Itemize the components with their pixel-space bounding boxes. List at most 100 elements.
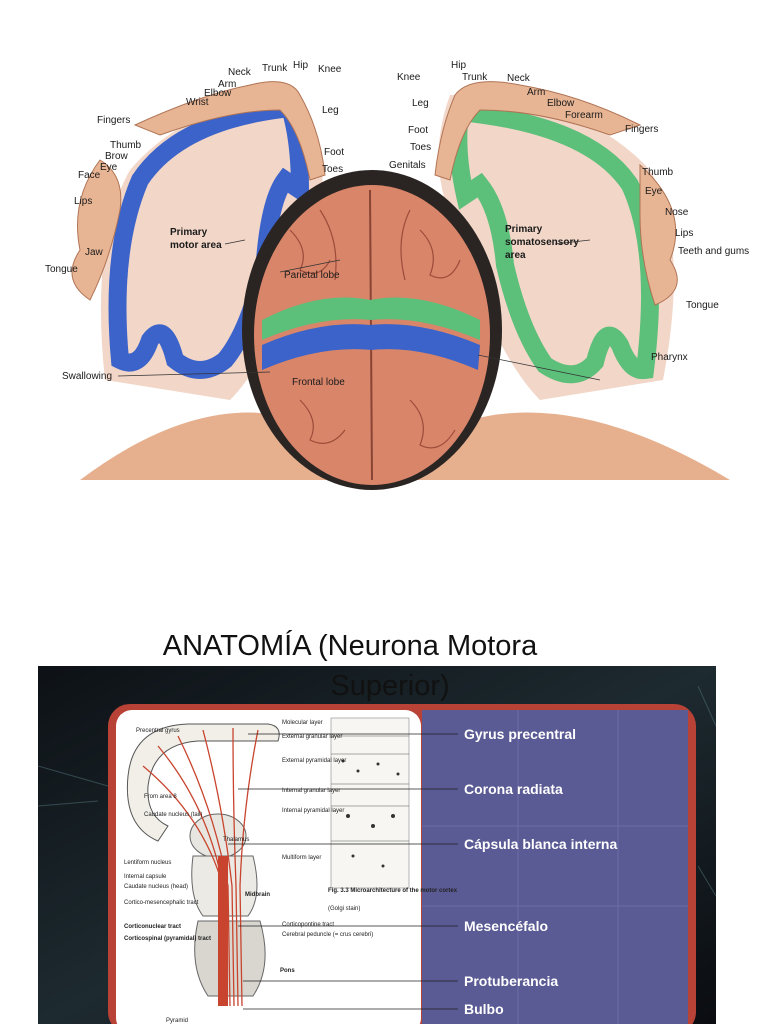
sensory-label: Arm: [527, 87, 545, 98]
motor-label: Wrist: [186, 97, 209, 108]
label-gyrus-precentral: Gyrus precentral: [464, 726, 576, 742]
sensory-label: Nose: [665, 207, 689, 218]
sensory-label: Hip: [451, 60, 466, 71]
layer-label: Molecular layer: [282, 720, 323, 726]
small-label: Thalamus: [223, 837, 249, 843]
motor-label: Tongue: [45, 264, 78, 275]
label-corona-radiata: Corona radiata: [464, 781, 563, 797]
small-label: Precentral gyrus: [136, 728, 180, 734]
motor-label: Foot: [324, 147, 344, 158]
sensory-label: Forearm: [565, 110, 603, 121]
figure-caption: Fig. 3.3 Microarchitecture of the motor …: [328, 888, 458, 894]
sensory-label: Thumb: [642, 167, 674, 178]
sensory-label: Fingers: [625, 124, 658, 135]
pons-label: Pons: [280, 968, 295, 974]
sensory-label: Tongue: [686, 300, 719, 311]
sulci: [289, 209, 461, 449]
sensory-homunculus-body: [434, 81, 642, 181]
motor-label: Knee: [318, 64, 342, 75]
layer-label: Multiform layer: [282, 855, 321, 861]
motor-label: Swallowing: [62, 371, 112, 382]
slide-title: ANATOMÍA (Neurona Motora: [0, 624, 700, 668]
sensory-label: Lips: [675, 228, 693, 239]
small-label: Internal capsule: [124, 874, 167, 880]
figure-caption-stain: (Golgi stain): [328, 906, 360, 912]
sensory-label: Pharynx: [651, 352, 688, 363]
label-mesencefalo: Mesencéfalo: [464, 918, 548, 934]
sensory-label: Elbow: [547, 98, 575, 109]
motor-homunculus-face: [71, 159, 122, 301]
motor-label: Lips: [74, 196, 92, 207]
motor-label: Leg: [322, 105, 339, 116]
small-label: Corticopontine tract: [282, 922, 334, 928]
motor-label: Fingers: [97, 115, 130, 126]
layer-label: Internal pyramidal layer: [282, 808, 344, 814]
descending-tract-bar: [218, 856, 228, 1006]
motor-label: Jaw: [85, 247, 104, 258]
motor-label: Face: [78, 170, 101, 181]
midbrain-label: Midbrain: [245, 892, 270, 898]
label-bulbo: Bulbo: [464, 1001, 504, 1017]
thalamus-shape: [189, 813, 247, 859]
sensory-area-label-2: somatosensory: [505, 237, 579, 248]
neurons: [341, 759, 400, 868]
frontal-lobe-label: Frontal lobe: [292, 377, 345, 388]
precentral-gyrus-band: [262, 324, 480, 370]
title-line-1: ANATOMÍA (Neurona Motora: [162, 630, 538, 662]
cortex-arc: [126, 723, 280, 842]
motor-label: Hip: [293, 60, 308, 71]
motor-label: Arm: [218, 79, 236, 90]
sensory-cortex-band: [449, 102, 659, 384]
title-line-2: Superior): [330, 670, 450, 702]
motor-labels: Neck Trunk Hip Knee Arm Elbow Wrist Fing…: [45, 60, 344, 382]
motor-label: Toes: [322, 164, 343, 175]
labels-panel: [422, 710, 688, 1024]
postcentral-gyrus-band: [262, 297, 480, 340]
small-label: Cerebral peduncle (= crus cerebri): [282, 932, 373, 938]
panel-grid: [422, 710, 688, 1024]
sensory-homunculus-face: [639, 163, 678, 306]
small-label: Corticospinal (pyramidal) tract: [124, 936, 211, 942]
title-line-2-wrap: Superior): [0, 664, 768, 708]
small-label: Lentiform nucleus: [124, 860, 171, 866]
motor-label: Trunk: [262, 63, 288, 74]
sensory-label: Foot: [408, 125, 428, 136]
sensory-label: Leg: [412, 98, 429, 109]
small-label: From area 8: [144, 794, 177, 800]
motor-label: Eye: [100, 162, 118, 173]
upper-motor-neuron-figure: Precentral gyrus From area 8 Caudate nuc…: [38, 666, 716, 1024]
sensory-area-label-3: area: [505, 250, 526, 261]
sensory-label: Genitals: [389, 160, 426, 171]
motor-homunculus-body: [133, 81, 326, 181]
sensory-area-label-1: Primary: [505, 224, 543, 235]
layer-label: Internal granular layer: [282, 788, 340, 794]
motor-label: Neck: [228, 67, 252, 78]
sensory-labels: Hip Trunk Neck Knee Arm Elbow Forearm Le…: [389, 60, 749, 363]
sensory-label: Teeth and gums: [678, 246, 749, 257]
motor-area-label-1: Primary: [170, 227, 208, 238]
small-label: Corticonuclear tract: [124, 924, 181, 930]
sensory-label: Trunk: [462, 72, 488, 83]
small-label: Caudate nucleus (tail): [144, 812, 202, 818]
layer-label: External granular layer: [282, 734, 342, 740]
motor-label: Thumb: [110, 140, 142, 151]
background-streaks: [38, 685, 716, 897]
sensory-label: Toes: [410, 142, 431, 153]
sensory-label: Neck: [507, 73, 531, 84]
layer-label: External pyramidal layer: [282, 758, 346, 764]
pointer-lines: [228, 733, 458, 1010]
label-capsula-blanca-interna: Cápsula blanca interna: [464, 836, 617, 852]
layer-dividers: [331, 735, 409, 842]
homunculus-figure: Parietal lobe Frontal lobe Primary motor…: [45, 60, 749, 490]
parietal-lobe-label: Parietal lobe: [284, 270, 340, 281]
label-protuberancia: Protuberancia: [464, 973, 558, 989]
leader-lines: [117, 239, 601, 381]
motor-label: Brow: [105, 151, 129, 162]
motor-area-label-2: motor area: [170, 240, 222, 251]
small-label: Caudate nucleus (head): [124, 884, 188, 890]
small-label: Pyramid: [166, 1018, 188, 1024]
cortex-layers-column: [330, 717, 410, 889]
small-label: Cortico-mesencephalic tract: [124, 900, 199, 906]
motor-label: Elbow: [204, 88, 232, 99]
sensory-label: Knee: [397, 72, 421, 83]
